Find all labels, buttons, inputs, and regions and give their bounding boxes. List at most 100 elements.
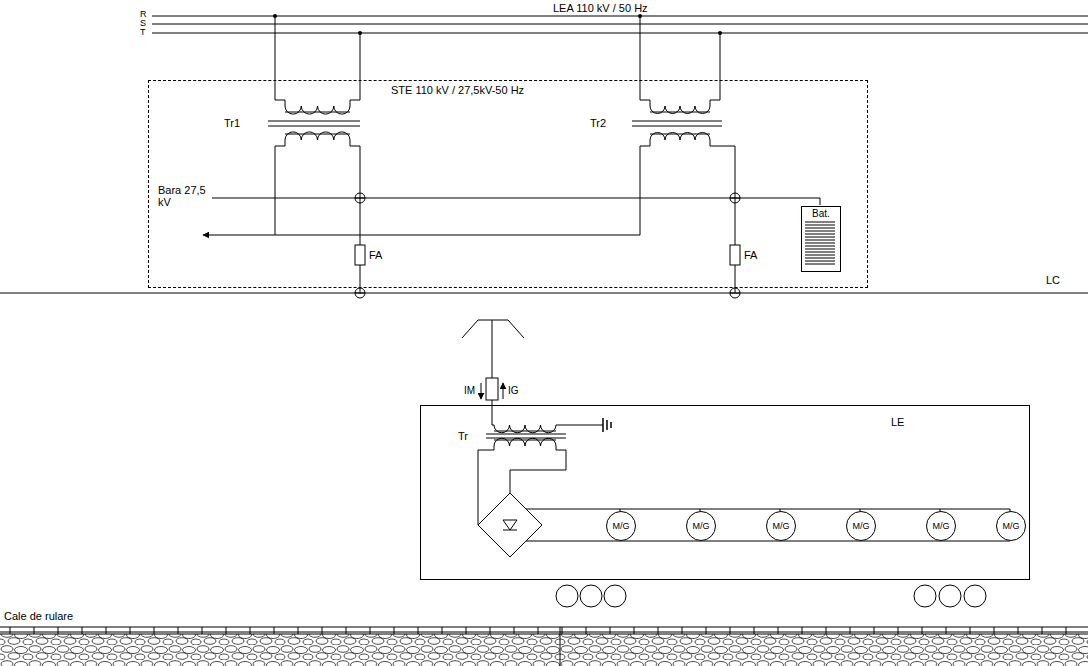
sleeper	[850, 627, 851, 634]
sleeper	[802, 627, 803, 634]
earth-symbol	[610, 422, 612, 428]
sleeper	[514, 627, 515, 634]
rail	[0, 632, 1088, 633]
sleeper	[34, 627, 35, 634]
sleeper	[682, 627, 683, 634]
current-arrow	[503, 383, 504, 399]
connection-circle	[355, 288, 365, 298]
fuse-label: FA	[369, 249, 382, 261]
current-label: IM	[464, 385, 475, 397]
dc-bus	[526, 509, 1010, 510]
connection-circle	[355, 293, 365, 294]
coil-winding	[650, 106, 710, 114]
pantograph	[462, 320, 524, 338]
locomotive-title: LE	[891, 416, 904, 428]
secondary-lead	[510, 450, 566, 493]
battery-plates	[805, 234, 835, 235]
battery-plates	[805, 231, 835, 232]
wiring	[0, 16, 1088, 666]
current-label: IG	[508, 385, 519, 397]
battery-plates	[805, 264, 835, 265]
sleeper	[994, 627, 995, 634]
sleeper	[490, 627, 491, 634]
core	[632, 126, 722, 127]
connection-circle	[355, 198, 365, 199]
motor-generator: M/G	[846, 511, 876, 541]
coil-winding	[285, 106, 350, 114]
tr2-lead	[710, 33, 720, 100]
sleeper	[970, 627, 971, 634]
battery-label: Bat.	[802, 207, 840, 221]
fuse	[486, 378, 498, 400]
core	[268, 126, 360, 127]
wheel	[604, 585, 626, 607]
transformer-label: Tr2	[590, 117, 606, 129]
sleeper	[586, 627, 587, 634]
battery-plates	[805, 237, 835, 238]
connection-circle	[730, 293, 740, 294]
wheel	[580, 585, 602, 607]
sleeper	[82, 627, 83, 634]
coil-lead	[492, 425, 494, 426]
coil-lead	[350, 100, 351, 106]
battery-plates	[805, 252, 835, 253]
coil-lead	[710, 100, 711, 106]
battery-plates	[805, 225, 835, 226]
wheel	[914, 585, 936, 607]
sleeper	[946, 627, 947, 634]
diode-symbol	[503, 520, 517, 530]
junction-dot	[358, 31, 362, 35]
transformer-label: Tr1	[224, 117, 240, 129]
sleeper	[370, 627, 371, 634]
battery-box: Bat.	[801, 206, 841, 272]
machine-label: M/G	[933, 521, 950, 531]
current-arrow	[481, 383, 482, 399]
fuse-label: FA	[744, 249, 757, 261]
phase-r	[152, 16, 1088, 17]
earth-symbol	[602, 418, 604, 432]
battery-plates	[805, 222, 835, 223]
battery-plates	[805, 249, 835, 250]
core	[632, 121, 722, 122]
sleeper	[226, 627, 227, 634]
battery-plates	[805, 258, 835, 259]
phase-label: T	[140, 26, 146, 38]
core	[486, 438, 566, 439]
fuse	[355, 245, 365, 265]
sleeper	[562, 627, 563, 634]
locomotive-box: LEM/GM/GM/GM/GM/GM/G	[420, 405, 1030, 580]
core	[486, 434, 566, 435]
core	[268, 121, 360, 122]
pantograph-lead	[492, 320, 493, 378]
sleeper	[178, 627, 179, 634]
coil-winding	[494, 438, 556, 446]
sleeper	[922, 627, 923, 634]
sleeper	[754, 627, 755, 634]
motor-generator: M/G	[766, 511, 796, 541]
coil-winding	[494, 425, 556, 433]
junction-dot	[718, 31, 722, 35]
sleeper	[706, 627, 707, 634]
coil-frame	[285, 134, 350, 135]
machine-label: M/G	[613, 521, 630, 531]
sleeper	[298, 627, 299, 634]
tr1-secondary-lead	[350, 146, 360, 245]
coil-lead	[494, 446, 495, 450]
coil-lead	[556, 446, 557, 450]
rail-joint	[560, 627, 561, 666]
ballast	[0, 634, 1088, 666]
coil-lead	[710, 140, 711, 146]
rectifier	[478, 493, 542, 557]
coil-frame	[650, 134, 710, 135]
battery-plates	[805, 246, 835, 247]
sleeper	[634, 627, 635, 634]
tr2-secondary-lead	[640, 146, 650, 235]
machine-label: M/G	[773, 521, 790, 531]
coil-lead	[650, 100, 651, 106]
rail	[0, 627, 1088, 628]
battery-plates	[805, 240, 835, 241]
line-label: LC	[1046, 274, 1060, 286]
drawn-strokes	[10, 14, 1066, 634]
coil-lead	[350, 140, 351, 146]
junction-dot	[638, 14, 642, 18]
